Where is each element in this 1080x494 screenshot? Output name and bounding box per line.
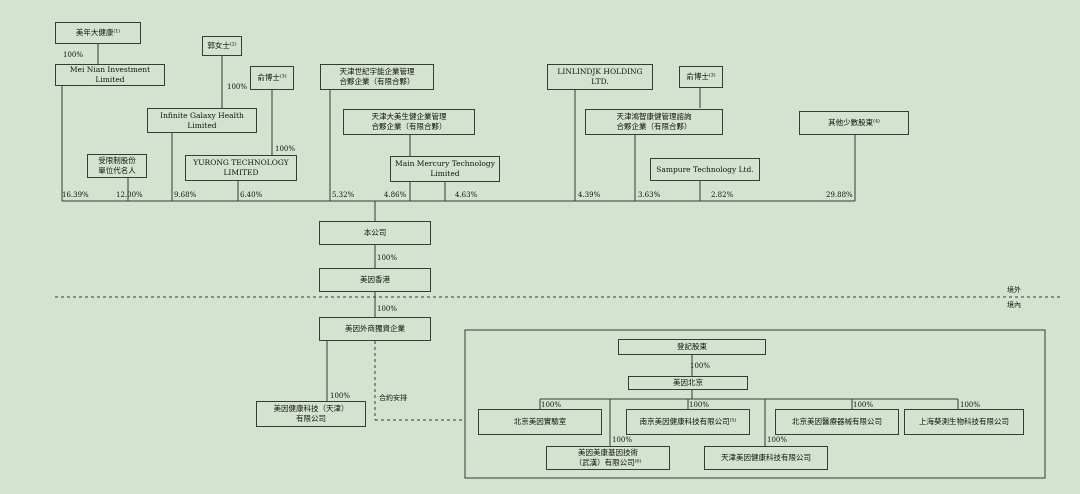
entity-tianjin-dameisheng: 天津大美生健企業管理 合夥企業（有限合夥） (343, 109, 475, 135)
entity-meiyin-hk: 美因香港 (319, 268, 431, 292)
onshore-label: 境內 (1007, 301, 1021, 309)
pct-label: 100% (767, 436, 788, 444)
entity-ms-guo: 郭女士⁽²⁾ (202, 36, 242, 56)
entity-tianjin-hongzhi: 天津鴻智康健管理諮詢 合夥企業（有限合夥） (585, 109, 723, 135)
entity-sampure: Sampure Technology Ltd. (650, 158, 760, 181)
entity-beijing-lab: 北京美因實驗室 (478, 409, 602, 435)
pct-label: 2.82% (711, 191, 734, 199)
entity-nanjing-meiyin: 南京美因健康科技有限公司⁽⁵⁾ (626, 409, 750, 435)
entity-shanghai-jiance: 上海葵測生物科技有限公司 (904, 409, 1024, 435)
pct-label: 4.63% (455, 191, 478, 199)
entity-meiyin-health-tianjin: 美因健康科技（天津） 有限公司 (256, 401, 366, 427)
pct-label: 100% (689, 401, 710, 409)
pct-label: 4.39% (578, 191, 601, 199)
pct-label: 100% (541, 401, 562, 409)
pct-label: 100% (275, 145, 296, 153)
entity-meinian-health: 美年大健康⁽¹⁾ (55, 22, 141, 44)
entity-beijing-medical: 北京美因醫療器械有限公司 (775, 409, 899, 435)
entity-linlindjk: LINLINDJK HOLDING LTD. (547, 64, 653, 90)
entity-tianjin-meiyin: 天津美因健康科技有限公司 (704, 446, 828, 470)
pct-label: 100% (853, 401, 874, 409)
entity-meikang-wuhan: 美因美康基因技術 （武漢）有限公司⁽⁶⁾ (546, 446, 670, 470)
pct-label: 100% (377, 254, 398, 262)
pct-label: 6.40% (240, 191, 263, 199)
offshore-label: 境外 (1007, 286, 1021, 294)
entity-main-mercury: Main Mercury Technology Limited (390, 156, 500, 182)
entity-yurong: YURONG TECHNOLOGY LIMITED (185, 155, 297, 181)
pct-label: 100% (227, 83, 248, 91)
pct-label: 12.00% (116, 191, 143, 199)
pct-label: 100% (377, 305, 398, 313)
entity-tianjin-shiji: 天津世紀宇能企業管理 合夥企業（有限合夥） (320, 64, 434, 90)
entity-infinite-galaxy: Infinite Galaxy Health Limited (147, 108, 257, 133)
entity-company: 本公司 (319, 221, 431, 245)
entity-other-minority: 其他少數股東⁽⁴⁾ (799, 111, 909, 135)
entity-dr-yu-1: 俞博士⁽³⁾ (250, 66, 294, 90)
pct-label: 29.88% (826, 191, 853, 199)
pct-label: 3.63% (638, 191, 661, 199)
pct-label: 100% (63, 51, 84, 59)
contractual-arrangement-label: 合約安排 (379, 394, 407, 402)
pct-label: 5.32% (332, 191, 355, 199)
entity-meinian-investment: Mei Nian Investment Limited (55, 64, 165, 86)
entity-dr-yu-2: 俞博士⁽³⁾ (679, 66, 723, 88)
entity-restricted-nominee: 受限制股份 單位代名人 (87, 154, 147, 178)
pct-label: 100% (330, 392, 351, 400)
pct-label: 4.86% (384, 191, 407, 199)
pct-label: 9.68% (174, 191, 197, 199)
pct-label: 100% (612, 436, 633, 444)
entity-meiyin-wfoe: 美因外商獨資企業 (319, 317, 431, 341)
entity-meiyin-beijing: 美因北京 (628, 376, 748, 390)
pct-label: 16.39% (62, 191, 89, 199)
pct-label: 100% (690, 362, 711, 370)
entity-registered-holders: 登記股東 (618, 339, 766, 355)
pct-label: 100% (960, 401, 981, 409)
